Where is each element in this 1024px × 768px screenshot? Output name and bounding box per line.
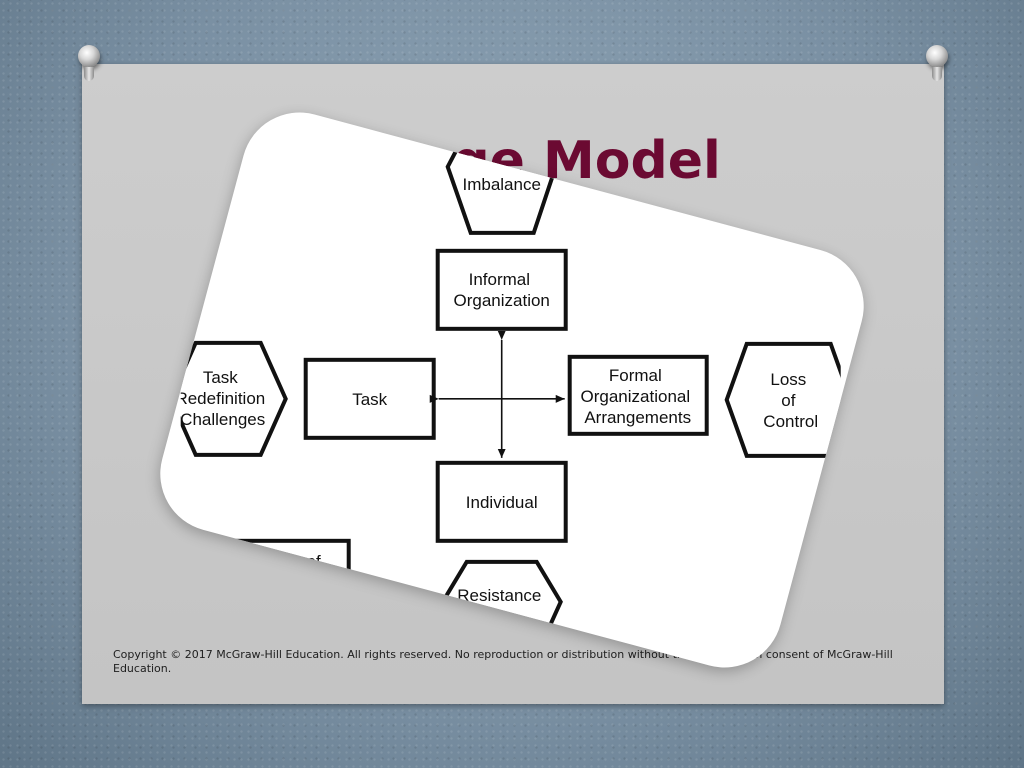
task-redefinition-hexagon [180, 340, 288, 457]
task-box [303, 357, 436, 440]
task-redefinition-label: Task Redefinition Challenges [181, 368, 270, 429]
imbalance-label: Imbalance [462, 175, 540, 194]
loss-of-control-label: Loss of Control [763, 370, 818, 431]
formal-line2: Organizational [581, 387, 691, 406]
formal-arrangements-label: Formal Organizational Arrangements [581, 366, 695, 427]
loss-of-control-line3: Control [763, 412, 818, 431]
informal-organization-line1: Informal [469, 270, 530, 289]
loss-of-control-hexagon [724, 341, 841, 458]
copyright-notice: Copyright © 2017 McGraw-Hill Education. … [113, 648, 893, 675]
task-label: Task [352, 390, 387, 409]
individual-box [435, 460, 568, 543]
task-redefinition-line2: Redefinition [181, 389, 266, 408]
individual-label: Individual [466, 493, 538, 512]
pushpin-icon [926, 45, 948, 81]
pushpin-icon [78, 45, 100, 81]
formal-arrangements-box [567, 354, 709, 436]
formal-line1: Formal [609, 366, 662, 385]
informal-organization-label: Informal Organization [454, 270, 550, 310]
informal-organization-line2: Organization [454, 291, 550, 310]
loss-of-control-line1: Loss [770, 370, 806, 389]
informal-organization-box [435, 248, 568, 331]
formal-line3: Arrangements [584, 408, 691, 427]
task-redefinition-line1: Task [203, 368, 238, 387]
resistance-line1: Resistance [457, 586, 541, 605]
loss-of-control-line2: of [781, 391, 795, 410]
task-redefinition-line3: Challenges [181, 410, 266, 429]
